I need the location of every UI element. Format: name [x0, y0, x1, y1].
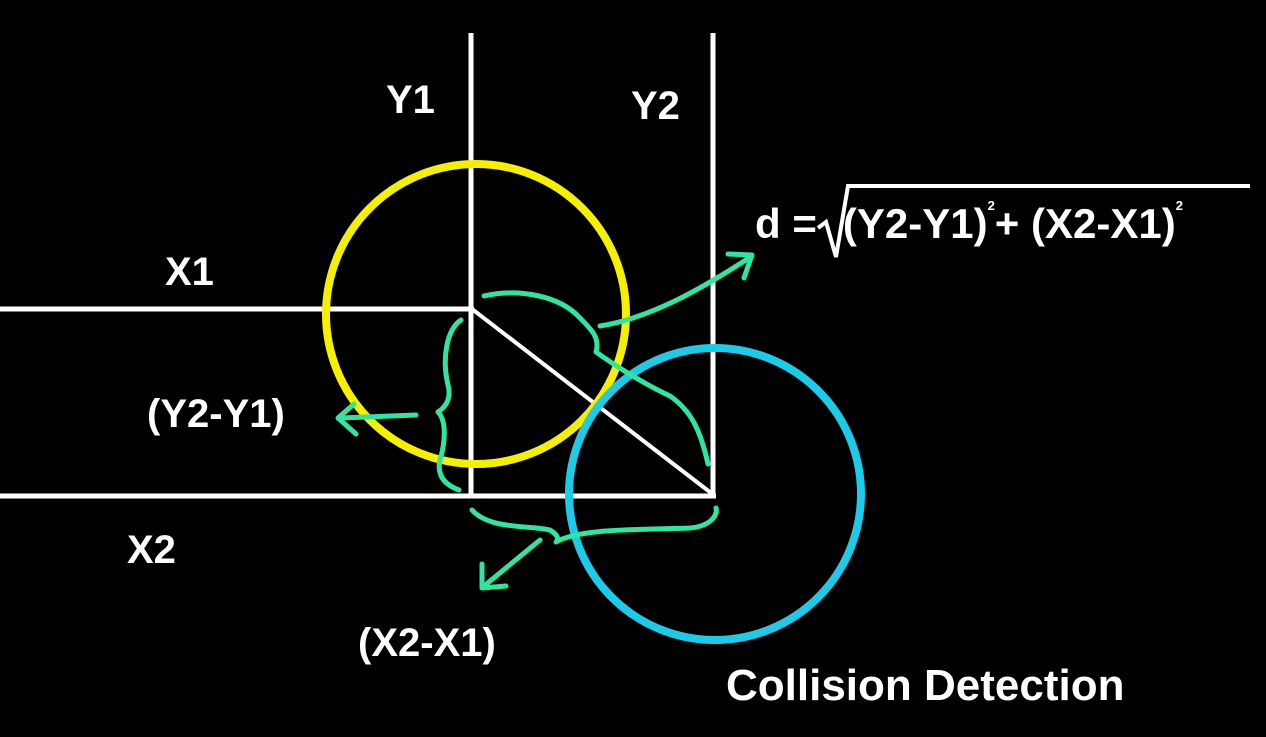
y-label-arrow: [335, 401, 419, 437]
formula-exponent-y: 2: [987, 198, 995, 213]
y1-label: Y1: [386, 78, 435, 122]
x-label-arrow: [479, 537, 543, 591]
y2-label: Y2: [631, 84, 680, 128]
formula-plus: +: [994, 200, 1020, 247]
distance-formula: d =(Y2-Y1)2+ (X2-X1)2: [755, 199, 1183, 245]
x2-label: X2: [127, 528, 176, 572]
cyan-circle: [565, 344, 865, 644]
x1-label: X1: [165, 250, 214, 294]
caption-title: Collision Detection: [726, 661, 1125, 710]
formula-term-y: (Y2-Y1): [842, 200, 988, 247]
radical-sign: [816, 184, 1250, 258]
delta-y-label: (Y2-Y1): [147, 392, 285, 436]
x-distance-brace: [469, 505, 719, 545]
distance-squiggle: [481, 290, 711, 467]
formula-term-x: (X2-X1): [1031, 200, 1176, 247]
formula-arrow: [597, 251, 755, 329]
y-distance-brace: [435, 317, 464, 493]
yellow-circle: [322, 160, 630, 468]
delta-x-label: (X2-X1): [358, 621, 496, 665]
formula-lhs: d =: [755, 200, 817, 247]
formula-exponent-x: 2: [1175, 198, 1183, 213]
